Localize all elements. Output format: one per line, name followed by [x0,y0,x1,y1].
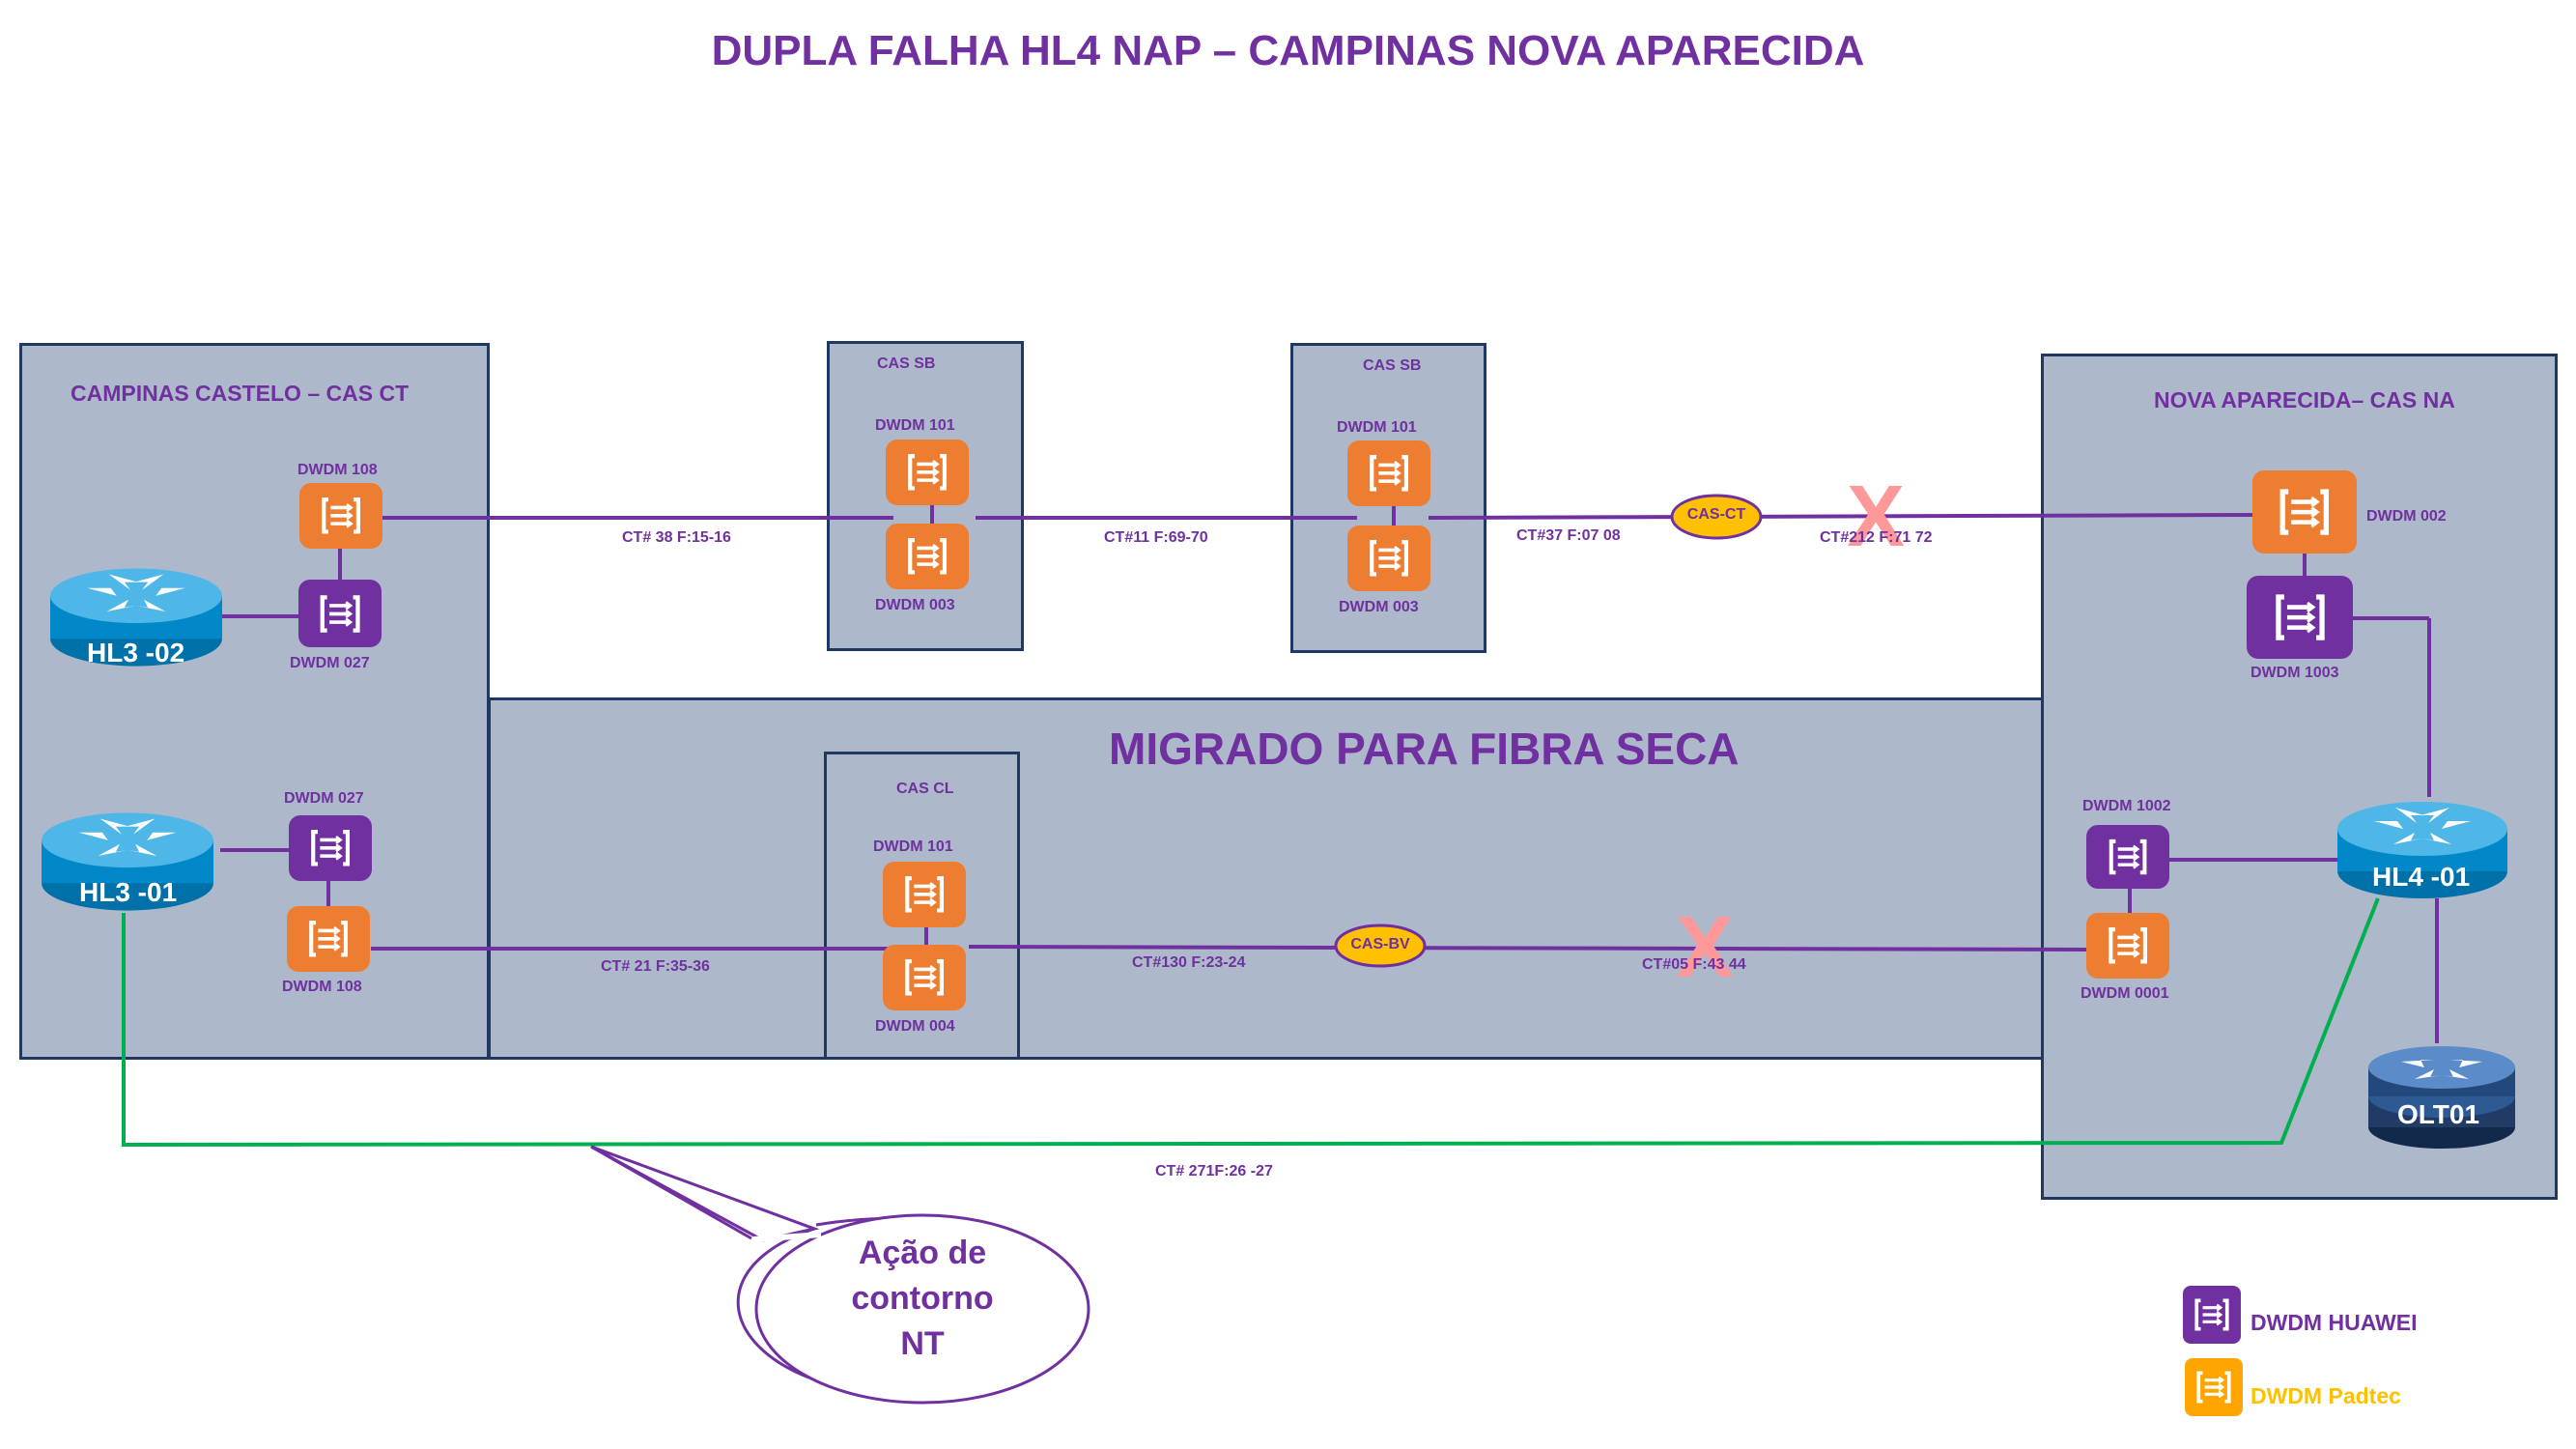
callout-bubble [754,1213,1090,1405]
callout-text: Ação de contorno NT [802,1231,1043,1367]
site-label-cas-cl: CAS CL [896,781,954,797]
dwdm-label: DWDM 027 [284,790,364,807]
dwdm-huawei-027-top[interactable] [298,580,382,647]
dwdm-icon [1360,535,1418,582]
dwdm-label: DWDM 002 [2366,508,2447,525]
dwdm-label: DWDM 101 [1337,419,1417,436]
legend-huawei-label: DWDM HUAWEI [2250,1310,2418,1335]
dwdm-padtec-003-sb1[interactable] [886,524,969,589]
router-label: HL4 -01 [2372,862,2471,892]
dwdm-padtec-108-bottom[interactable] [287,906,370,972]
dwdm-huawei-1002-na[interactable] [2086,825,2169,889]
dwdm-padtec-0001-na[interactable] [2086,913,2169,979]
dwdm-icon [898,449,956,496]
link-label-ct130: CT#130 F:23-24 [1132,954,1246,971]
link-label-ct37: CT#37 F:07 08 [1516,527,1621,544]
link-label-ct212: CT#212 F:71 72 [1820,529,1933,546]
site-campinas-castelo [19,343,490,1060]
dwdm-padtec-002-na[interactable] [2252,470,2357,554]
splice-cas-bv-oval [1334,923,1427,968]
dwdm-icon [2099,923,2157,969]
dwdm-icon [311,590,369,638]
site-label-cas-sb-2: CAS SB [1363,357,1422,374]
site-migrado-fibra-seca [488,697,2046,1060]
splice-label-cas-bv: CAS-BV [1350,936,1410,952]
callout-tail [590,1145,822,1242]
dwdm-icon [2099,835,2157,879]
dwdm-icon [2194,1367,2234,1407]
failure-mark-ct212: X [1847,469,1906,565]
dwdm-icon [1360,450,1418,497]
page-title: DUPLA FALHA HL4 NAP – CAMPINAS NOVA APAR… [711,27,1865,74]
router-label: HL3 -02 [87,638,185,668]
dwdm-padtec-108-top[interactable] [299,483,382,549]
legend-padtec-label: DWDM Padtec [2250,1383,2401,1408]
callout-line-1: Ação de [858,1235,987,1271]
link-label-ct11: CT#11 F:69-70 [1104,529,1208,546]
olt-icon[interactable] [2366,1038,2517,1152]
dwdm-icon [2263,588,2337,646]
dwdm-padtec-101-cl[interactable] [883,862,966,927]
dwdm-label: DWDM 003 [875,597,955,613]
site-label-cas-na: NOVA APARECIDA– CAS NA [2154,387,2455,412]
dwdm-label: DWDM 027 [290,655,370,671]
dwdm-icon [301,825,359,871]
dwdm-label: DWDM 1002 [2082,798,2171,814]
router-label: OLT01 [2397,1099,2480,1129]
failure-mark-ct05: X [1676,899,1735,996]
dwdm-label: DWDM 101 [875,417,955,434]
dwdm-icon [299,916,357,962]
dwdm-label: DWDM 1003 [2250,665,2339,681]
splice-label-cas-ct: CAS-CT [1686,506,1746,523]
legend-padtec-icon [2185,1358,2243,1416]
site-label-cas-ct: CAMPINAS CASTELO – CAS CT [71,381,410,406]
dwdm-label: DWDM 101 [873,838,953,855]
dwdm-padtec-101-sb1[interactable] [886,440,969,505]
site-label-cas-sb-1: CAS SB [877,355,936,372]
dwdm-padtec-004-cl[interactable] [883,945,966,1010]
callout-line-3: NT [900,1325,945,1362]
dwdm-label: DWDM 108 [282,979,362,995]
link-label-ct21: CT# 21 F:35-36 [601,958,710,975]
dwdm-label: DWDM 108 [297,462,378,478]
router-label: HL3 -01 [79,877,178,907]
link-label-ct271: CT# 271F:26 -27 [1155,1163,1273,1179]
dwdm-label: DWDM 003 [1339,599,1419,615]
site-label-migrado: MIGRADO PARA FIBRA SECA [1109,724,1740,774]
dwdm-icon [2192,1294,2232,1335]
dwdm-padtec-003-sb2[interactable] [1347,526,1430,591]
legend-huawei-icon [2183,1286,2241,1344]
dwdm-icon [898,533,956,580]
dwdm-icon [312,493,370,539]
dwdm-label: DWDM 004 [875,1018,955,1035]
link-label-ct38: CT# 38 F:15-16 [622,529,731,546]
dwdm-label: DWDM 0001 [2081,985,2169,1002]
link-label-ct05: CT#05 F:43 44 [1642,956,1746,973]
dwdm-huawei-1003-na[interactable] [2247,576,2353,659]
splice-cas-ct-oval [1670,494,1763,540]
callout-line-2: contorno [851,1280,994,1317]
dwdm-huawei-027-bottom[interactable] [289,815,372,881]
dwdm-icon [895,871,953,918]
dwdm-icon [895,954,953,1001]
dwdm-icon [2268,483,2341,541]
dwdm-padtec-101-sb2[interactable] [1347,440,1430,506]
